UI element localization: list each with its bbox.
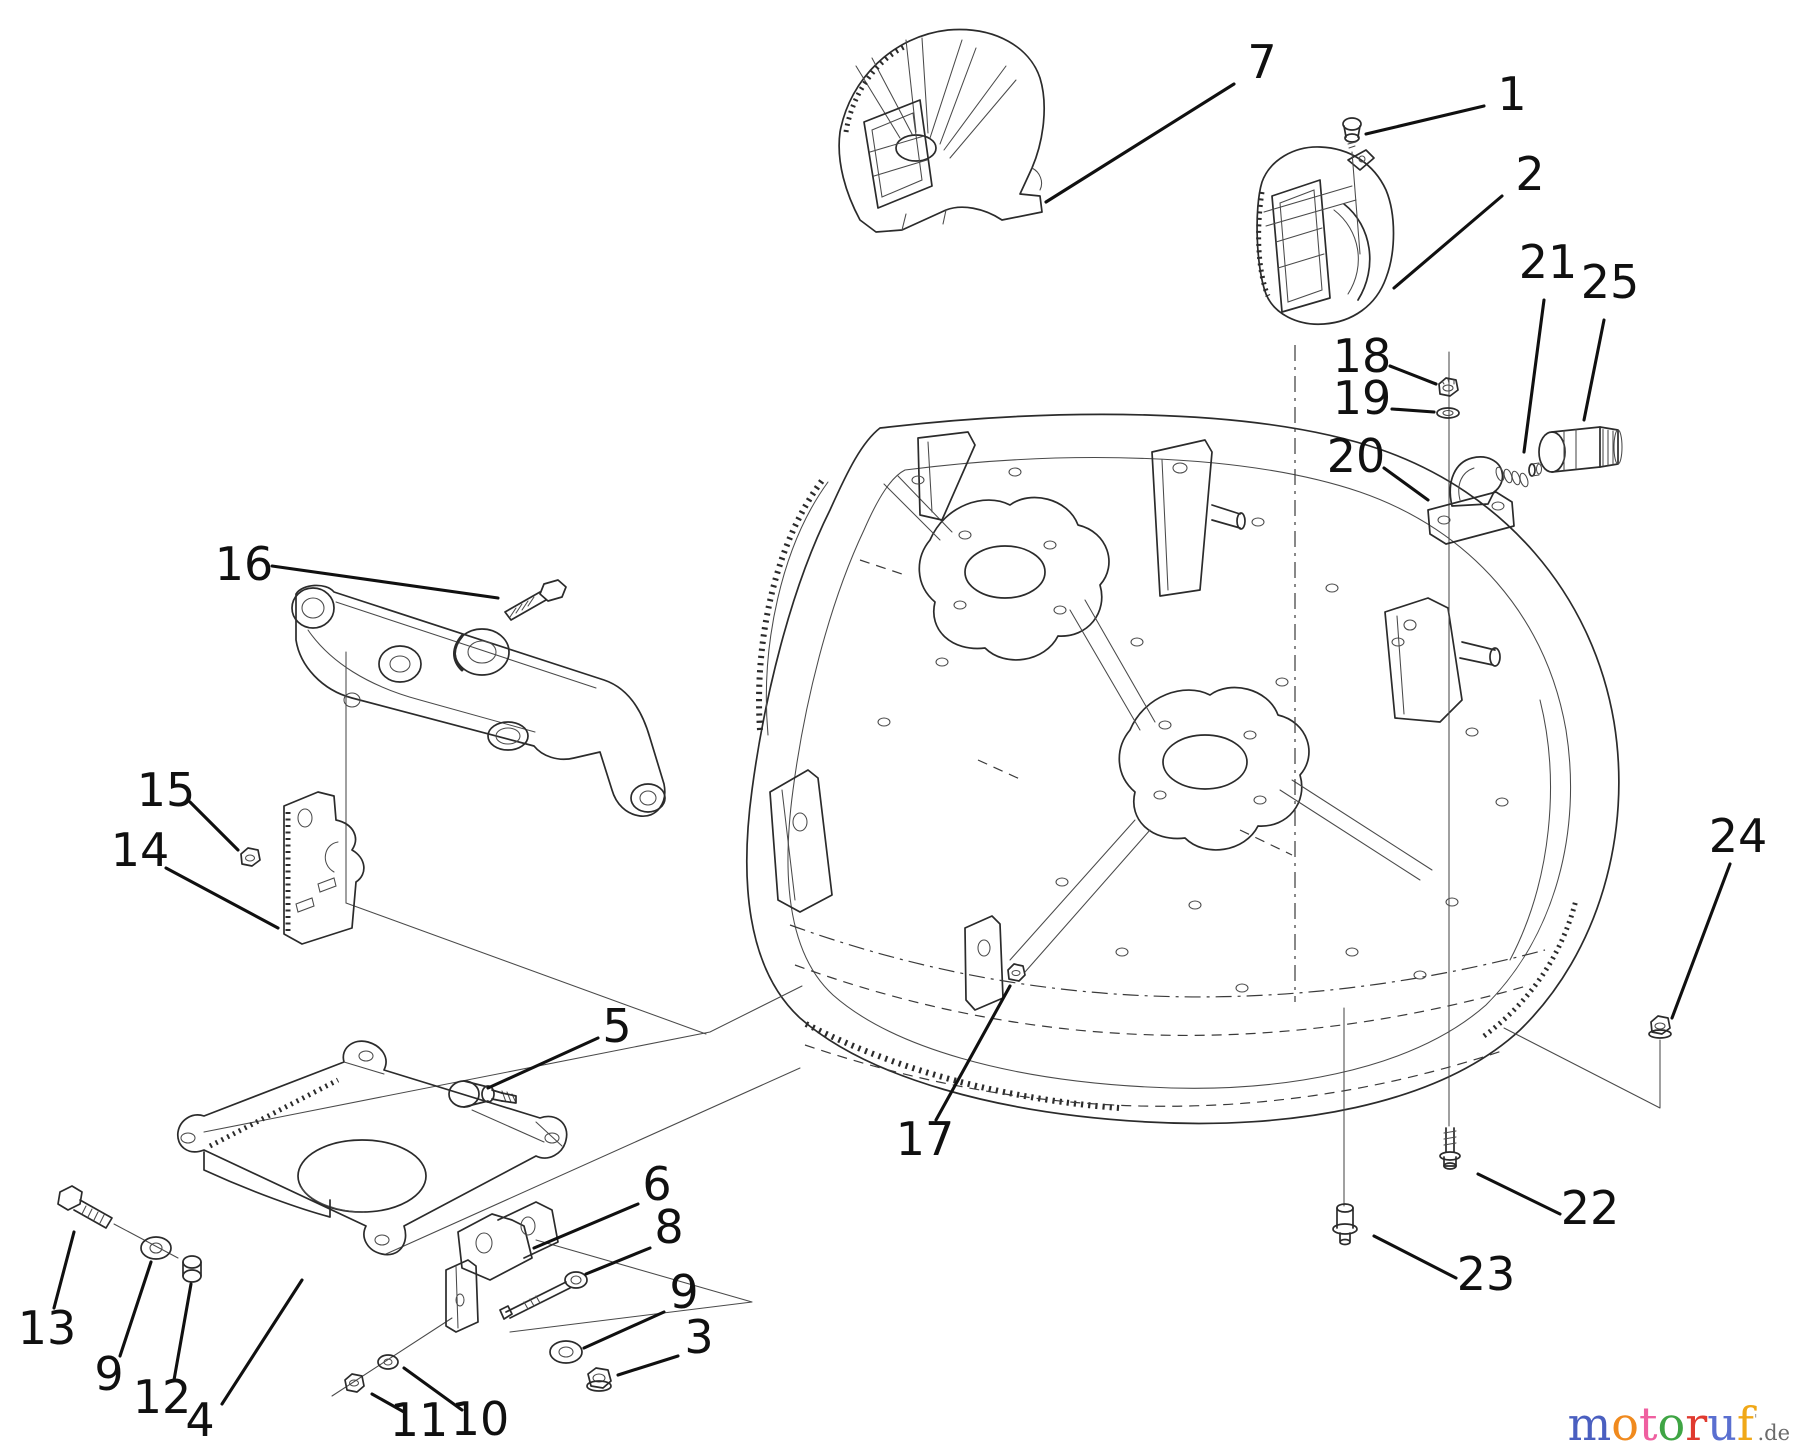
- logo-suffix: .de: [1757, 1421, 1790, 1445]
- callout-leader-17: [934, 984, 1012, 1122]
- bolt-8: [499, 1271, 588, 1320]
- callout-leader-23: [1372, 1234, 1458, 1280]
- nut-11: [344, 1373, 365, 1393]
- logo-letter: o: [1611, 1397, 1639, 1451]
- deck-holes: [877, 467, 1509, 993]
- callout-leader-6: [532, 1202, 640, 1250]
- callout-number-9: 9: [669, 1265, 698, 1319]
- callout-leader-14: [164, 866, 280, 930]
- callout-number-1: 1: [1497, 67, 1526, 121]
- callout-leader-13: [52, 1230, 76, 1310]
- callout-number-4: 4: [185, 1393, 214, 1447]
- callout-leader-22: [1476, 1172, 1562, 1216]
- washout-port-group: [1427, 377, 1623, 545]
- shoulder-bolt-5: [448, 1080, 517, 1108]
- callout-number-13: 13: [18, 1301, 77, 1355]
- screw-1: [1342, 117, 1362, 255]
- callout-leader-24: [1670, 862, 1732, 1020]
- callout-number-6: 6: [642, 1157, 671, 1211]
- callout-leader-21: [1522, 298, 1546, 454]
- callout-leader-15: [188, 800, 240, 852]
- watermark-logo: motoruf'.de: [1568, 1401, 1790, 1447]
- callout-number-15: 15: [137, 763, 196, 817]
- callout-leader-16: [270, 564, 500, 600]
- callout-leader-1: [1364, 104, 1486, 136]
- mower-deck-housing: [745, 413, 1620, 1125]
- bolt-13: [57, 1185, 113, 1229]
- logo-letter: f: [1736, 1397, 1754, 1451]
- callout-leader-9: [582, 1310, 666, 1350]
- callout-leader-8: [584, 1246, 652, 1276]
- logo-letter: r: [1685, 1397, 1708, 1451]
- callout-leader-11: [370, 1392, 406, 1414]
- screw-22: [1439, 1127, 1461, 1170]
- callout-leader-18: [1388, 364, 1438, 386]
- hinge-bracket-6: [445, 1201, 559, 1333]
- callout-leader-12: [172, 1282, 193, 1382]
- callout-number-9: 9: [94, 1347, 123, 1401]
- callout-number-22: 22: [1561, 1181, 1620, 1235]
- callout-leader-25: [1582, 318, 1606, 422]
- callout-leader-19: [1390, 407, 1436, 414]
- washer-9-right: [549, 1340, 583, 1364]
- logo-letter: m: [1567, 1397, 1612, 1451]
- lift-arm-assembly: [291, 579, 666, 904]
- callout-number-24: 24: [1709, 809, 1768, 863]
- callout-number-16: 16: [215, 537, 274, 591]
- height-bracket: [240, 791, 365, 945]
- callout-leader-5: [486, 1036, 600, 1090]
- callout-number-7: 7: [1247, 35, 1276, 89]
- callout-number-2: 2: [1515, 147, 1544, 201]
- callout-number-18: 18: [1333, 329, 1392, 383]
- nut-3: [586, 1367, 612, 1392]
- callout-number-5: 5: [602, 999, 631, 1053]
- projection-lines: [113, 345, 1661, 1397]
- callout-leader-2: [1392, 194, 1504, 290]
- nut-24: [1648, 1015, 1672, 1039]
- callout-leader-10: [402, 1366, 464, 1412]
- spacer-12: [182, 1255, 202, 1283]
- callout-leader-7: [1044, 82, 1236, 204]
- callout-leader-3: [616, 1354, 680, 1377]
- callout-number-23: 23: [1457, 1247, 1516, 1301]
- callout-number-12: 12: [133, 1370, 192, 1424]
- washer-9-left: [140, 1236, 172, 1260]
- mount-plate: [177, 1040, 568, 1256]
- callout-number-11: 11: [390, 1393, 449, 1447]
- nut-17: [1007, 963, 1026, 982]
- callout-leader-20: [1382, 466, 1430, 502]
- logo-trademark: ': [1753, 1412, 1758, 1428]
- logo-letter: t: [1639, 1397, 1658, 1451]
- logo-letter: u: [1707, 1397, 1737, 1451]
- callout-number-17: 17: [896, 1112, 955, 1166]
- callout-number-14: 14: [111, 823, 170, 877]
- callout-leader-9: [118, 1260, 153, 1358]
- callout-number-19: 19: [1333, 371, 1392, 425]
- callout-leader-4: [220, 1278, 304, 1406]
- callout-number-25: 25: [1581, 255, 1640, 309]
- callout-number-21: 21: [1519, 235, 1578, 289]
- belt-cover-left: [838, 28, 1045, 233]
- callout-number-20: 20: [1327, 429, 1386, 483]
- callout-number-8: 8: [654, 1200, 683, 1254]
- callout-number-10: 10: [451, 1392, 510, 1446]
- belt-cover-right: [1256, 146, 1395, 326]
- bolt-23: [1332, 1203, 1358, 1246]
- callout-number-3: 3: [684, 1310, 713, 1364]
- washer-10: [377, 1354, 399, 1370]
- logo-letter: o: [1657, 1397, 1686, 1451]
